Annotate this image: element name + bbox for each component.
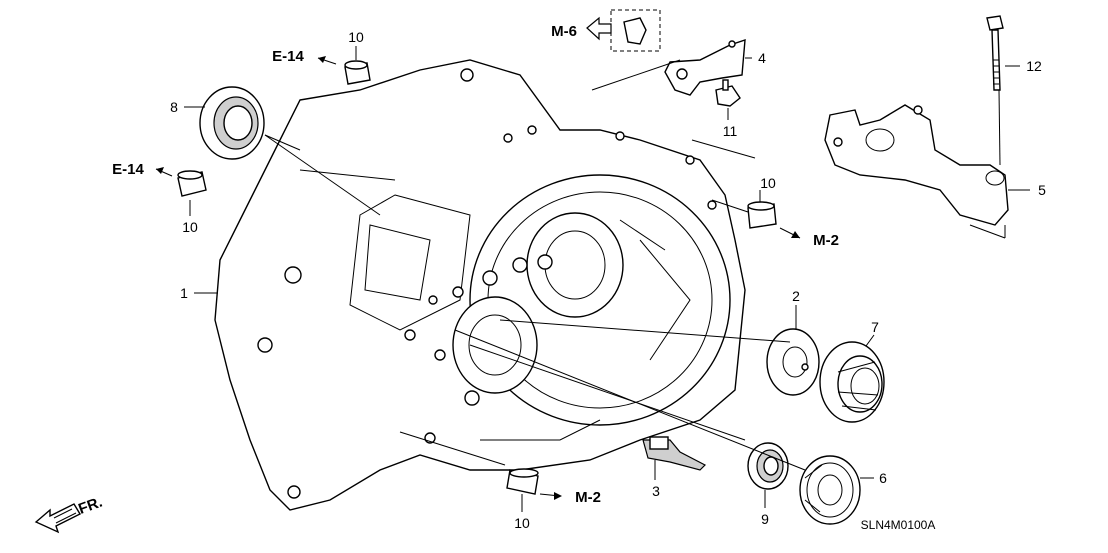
callout-labels: 10 8 10 1 2 7 6 9 10 3 4 11 10 12 5: [170, 29, 1046, 531]
dowel-pin-bottom: [506, 468, 539, 495]
m6-arrow-icon: [586, 16, 612, 41]
dowel-pin-left: [177, 170, 207, 197]
dowel-pin-top: [344, 60, 371, 85]
callout-10-bottom: 10: [514, 515, 530, 531]
callout-5: 5: [1038, 182, 1046, 198]
leader-lines: [184, 46, 1030, 512]
front-label: FR.: [76, 494, 105, 518]
ref-e14-left: E-14: [112, 161, 144, 178]
bolt-12: [986, 15, 1004, 91]
callout-10-top: 10: [348, 29, 364, 45]
bracket-5: [824, 104, 1009, 226]
callout-7: 7: [871, 319, 879, 335]
bracket-4: [664, 38, 746, 96]
callout-6: 6: [879, 470, 887, 486]
callout-3: 3: [652, 483, 660, 499]
ref-m2-right: M-2: [813, 232, 839, 249]
reference-arrows: [155, 16, 801, 500]
callout-11: 11: [723, 123, 738, 139]
ref-m2-bottom: M-2: [575, 489, 601, 506]
callout-2: 2: [792, 288, 800, 304]
dowel-pin-right: [747, 201, 777, 229]
callout-8: 8: [170, 99, 178, 115]
callout-9: 9: [761, 511, 769, 527]
oil-guide-plate: [766, 328, 820, 396]
ref-m6: M-6: [551, 23, 577, 40]
callout-1: 1: [180, 285, 188, 301]
clutch-housing: [214, 59, 746, 511]
callout-4: 4: [758, 50, 766, 66]
bearing-7: [819, 341, 885, 423]
oil-seal-8: [199, 86, 265, 160]
callout-12: 12: [1026, 58, 1042, 74]
clip-part: [610, 9, 661, 52]
oil-seal-9: [747, 442, 789, 490]
ref-e14-top: E-14: [272, 48, 304, 65]
ball-bearing-6: [799, 455, 861, 525]
bolt-11: [715, 79, 741, 107]
callout-10-right: 10: [760, 175, 776, 191]
callout-10-left: 10: [182, 219, 198, 235]
front-arrow-icon: [34, 503, 81, 534]
sensor-part: [642, 436, 707, 471]
drawing-code: SLN4M0100A: [861, 518, 936, 532]
